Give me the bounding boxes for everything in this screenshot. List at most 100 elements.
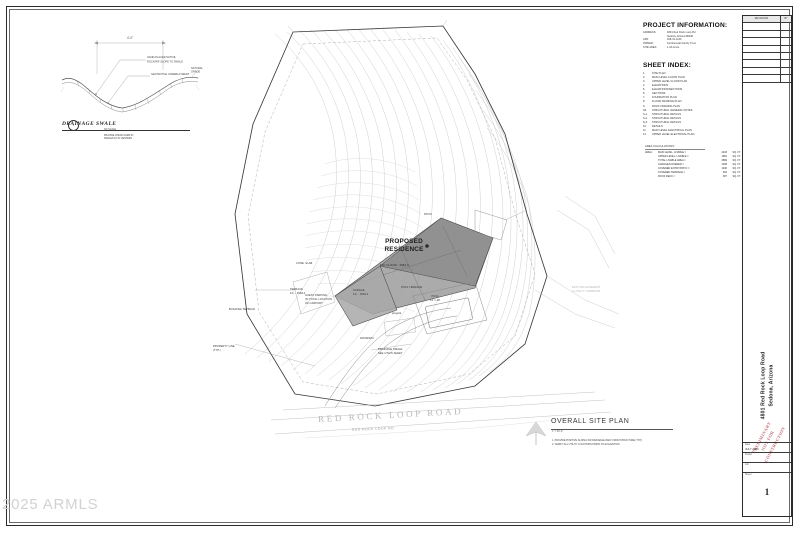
revisions-row[interactable]: [743, 23, 791, 31]
property-line-text: PROPERTY LINE: [213, 345, 235, 348]
project-information-block: PROJECT INFORMATION: ADDRESS: 4801 Red R…: [643, 22, 747, 49]
easement-line1: EXISTING EASEMENT: [572, 286, 601, 289]
plan-notes: 1. PROVIDE POSITIVE SLOPE FOR DRAINAGE A…: [552, 439, 702, 447]
drainage-swale-detail: 4'-0": [50, 18, 210, 153]
revisions-row[interactable]: [743, 38, 791, 46]
easement-line2: & UTILITY CORRIDOR: [572, 289, 601, 293]
guest-parking-note: GUEST PARKING (5) TOTAL LOCATION OF CARP…: [305, 294, 332, 306]
guest-parking-line3: OF CARPORT: [305, 301, 323, 305]
detail-title-rule: [62, 129, 190, 131]
sheet-index-label: FOUNDATION PLAN: [652, 96, 677, 100]
title-block-sheet: Sheet 1: [743, 472, 791, 516]
project-information-heading: PROJECT INFORMATION:: [643, 22, 728, 29]
site-plan-drawing: [175, 14, 645, 439]
pool-title: POOL: [431, 295, 439, 298]
sheet-index-label: MAIN LEVEL ELECTRICAL PLAN: [652, 129, 692, 133]
sheet-index-label: STRUCTURAL GENERAL NOTES: [652, 108, 693, 112]
revisions-row[interactable]: [743, 45, 791, 53]
title-block-fields: Date JULY 2024 Drawn Job Sheet 1: [743, 442, 791, 516]
plan-title-rule: [551, 429, 673, 430]
pool-label: POOL 13' x 28': [430, 295, 440, 303]
area-value: 387: [722, 175, 727, 179]
residence-label: PROPOSED RESIDENCE: [369, 238, 439, 254]
title-block-field-drawn: Drawn: [743, 452, 791, 462]
revisions-table: REVISIONS BY: [743, 16, 791, 83]
sheet-index-item: 5.ELEVATIONS/SECTIONS: [643, 88, 747, 92]
area-value: 1008: [721, 163, 727, 167]
sheet-index-label: UPPER LEVEL FLOOR PLAN: [652, 79, 688, 83]
sheet-index-item: 11.MAIN LEVEL ELECTRICAL PLAN: [643, 129, 747, 133]
field-label: Date: [745, 444, 751, 446]
pool-terrace-outline: [412, 281, 488, 335]
info-value-2: Sedona, Arizona 86336: [667, 34, 693, 38]
area-unit: SQ. FT.: [732, 159, 741, 163]
revisions-row[interactable]: [743, 75, 791, 83]
info-row: APN: 408-31-113F: [643, 38, 747, 42]
plan-note-1: 1. PROVIDE POSITIVE SLOPE FOR DRAINAGE A…: [552, 439, 643, 442]
info-row: OWNER: Kerobereski Family Trust: [643, 42, 747, 46]
area-label: COVERED ENTRY/PATIO =: [658, 167, 690, 171]
sheet-index-label: MAIN LEVEL FLOOR PLAN: [652, 75, 685, 79]
revisions-row[interactable]: [743, 67, 791, 76]
svg-text:ROCK/RIP SLOPE TO SWALE: ROCK/RIP SLOPE TO SWALE: [147, 60, 183, 64]
revision-description: [743, 30, 781, 38]
sheet-index-item: S-3.STRUCTURAL DETAILS: [643, 121, 747, 125]
revisions-row[interactable]: [743, 60, 791, 68]
area-value: 1040: [721, 167, 727, 171]
revisions-row[interactable]: [743, 52, 791, 61]
sheet-border: [6, 6, 793, 526]
revisions-row[interactable]: [743, 30, 791, 39]
sheet-index-label: UPPER LEVEL ELECTRICAL PLAN: [652, 133, 695, 137]
sheet-index-label: STRUCTURAL DETAILS: [652, 121, 682, 124]
sheet-label: Sheet: [745, 474, 752, 476]
area-label: MAIN LEVEL, LIVABLE =: [658, 150, 687, 154]
area-unit: SQ. FT.: [732, 155, 741, 159]
detail-scale: NO SCALE: [104, 128, 117, 131]
garage-footprint: [334, 265, 398, 327]
revision-by: [781, 53, 791, 59]
sheet-index-number: 4.: [643, 83, 646, 87]
area-label: TOTAL LIVABLE AREA =: [658, 159, 686, 163]
field-label: Job: [745, 464, 750, 466]
detail-reference-bubble: 1: [68, 120, 79, 131]
sheet-index-number: S-2.: [643, 116, 648, 120]
area-tag: [645, 175, 658, 179]
area-label: COVERED TERRACE =: [658, 171, 686, 175]
area-label: GARAGE/COVERED =: [658, 163, 684, 167]
revision-description: [743, 23, 781, 30]
revision-by: [781, 75, 791, 81]
revisions-header-row: REVISIONS BY: [743, 16, 791, 24]
revision-by: [781, 68, 791, 74]
field-label: Drawn: [745, 454, 753, 456]
area-unit: SQ. FT.: [732, 150, 741, 154]
field-value: JULY 2024: [745, 446, 759, 451]
detail-note-line2: SWALES AT 10' CENTERS: [104, 138, 132, 141]
sheet-index-number: 2.: [643, 75, 646, 79]
area-unit: SQ. FT.: [732, 167, 741, 171]
sheet-index-item: S0.STRUCTURAL GENERAL NOTES: [643, 109, 747, 113]
garage-label: GARAGE F.F. - 3981.0: [353, 289, 368, 297]
title-block-field-date: Date JULY 2024: [743, 442, 791, 452]
area-label: ROOF DECK =: [658, 175, 676, 179]
revision-by: [781, 31, 791, 37]
revision-by: [781, 46, 791, 52]
area-calculation-row: COVERED ENTRY/PATIO = 1040 SQ. FT.: [645, 167, 747, 171]
sheet-index-item: 7.FOUNDATION PLAN: [643, 96, 747, 100]
sheet-index-number: 12.: [643, 133, 647, 137]
sheet-index-item: 1.SITE PLAN: [643, 72, 747, 76]
sheet-index-item: 12. UPPER LEVEL ELECTRICAL PLAN: [643, 133, 747, 137]
revisions-header-label: REVISIONS: [743, 16, 781, 23]
sheet-index-item: 6.SECTIONS: [643, 92, 747, 96]
drainage-swale-note: DRAINAGE SWALE, SEE 1/THIS SHEET: [378, 348, 403, 356]
sheet-index-number: 6.: [643, 92, 646, 96]
revision-by: [781, 23, 791, 29]
project-information-rows: ADDRESS: 4801 Red Rock Loop Rd Sedona, A…: [643, 31, 747, 49]
sheet-index-label: ROOF FRAMING PLAN: [652, 104, 681, 108]
